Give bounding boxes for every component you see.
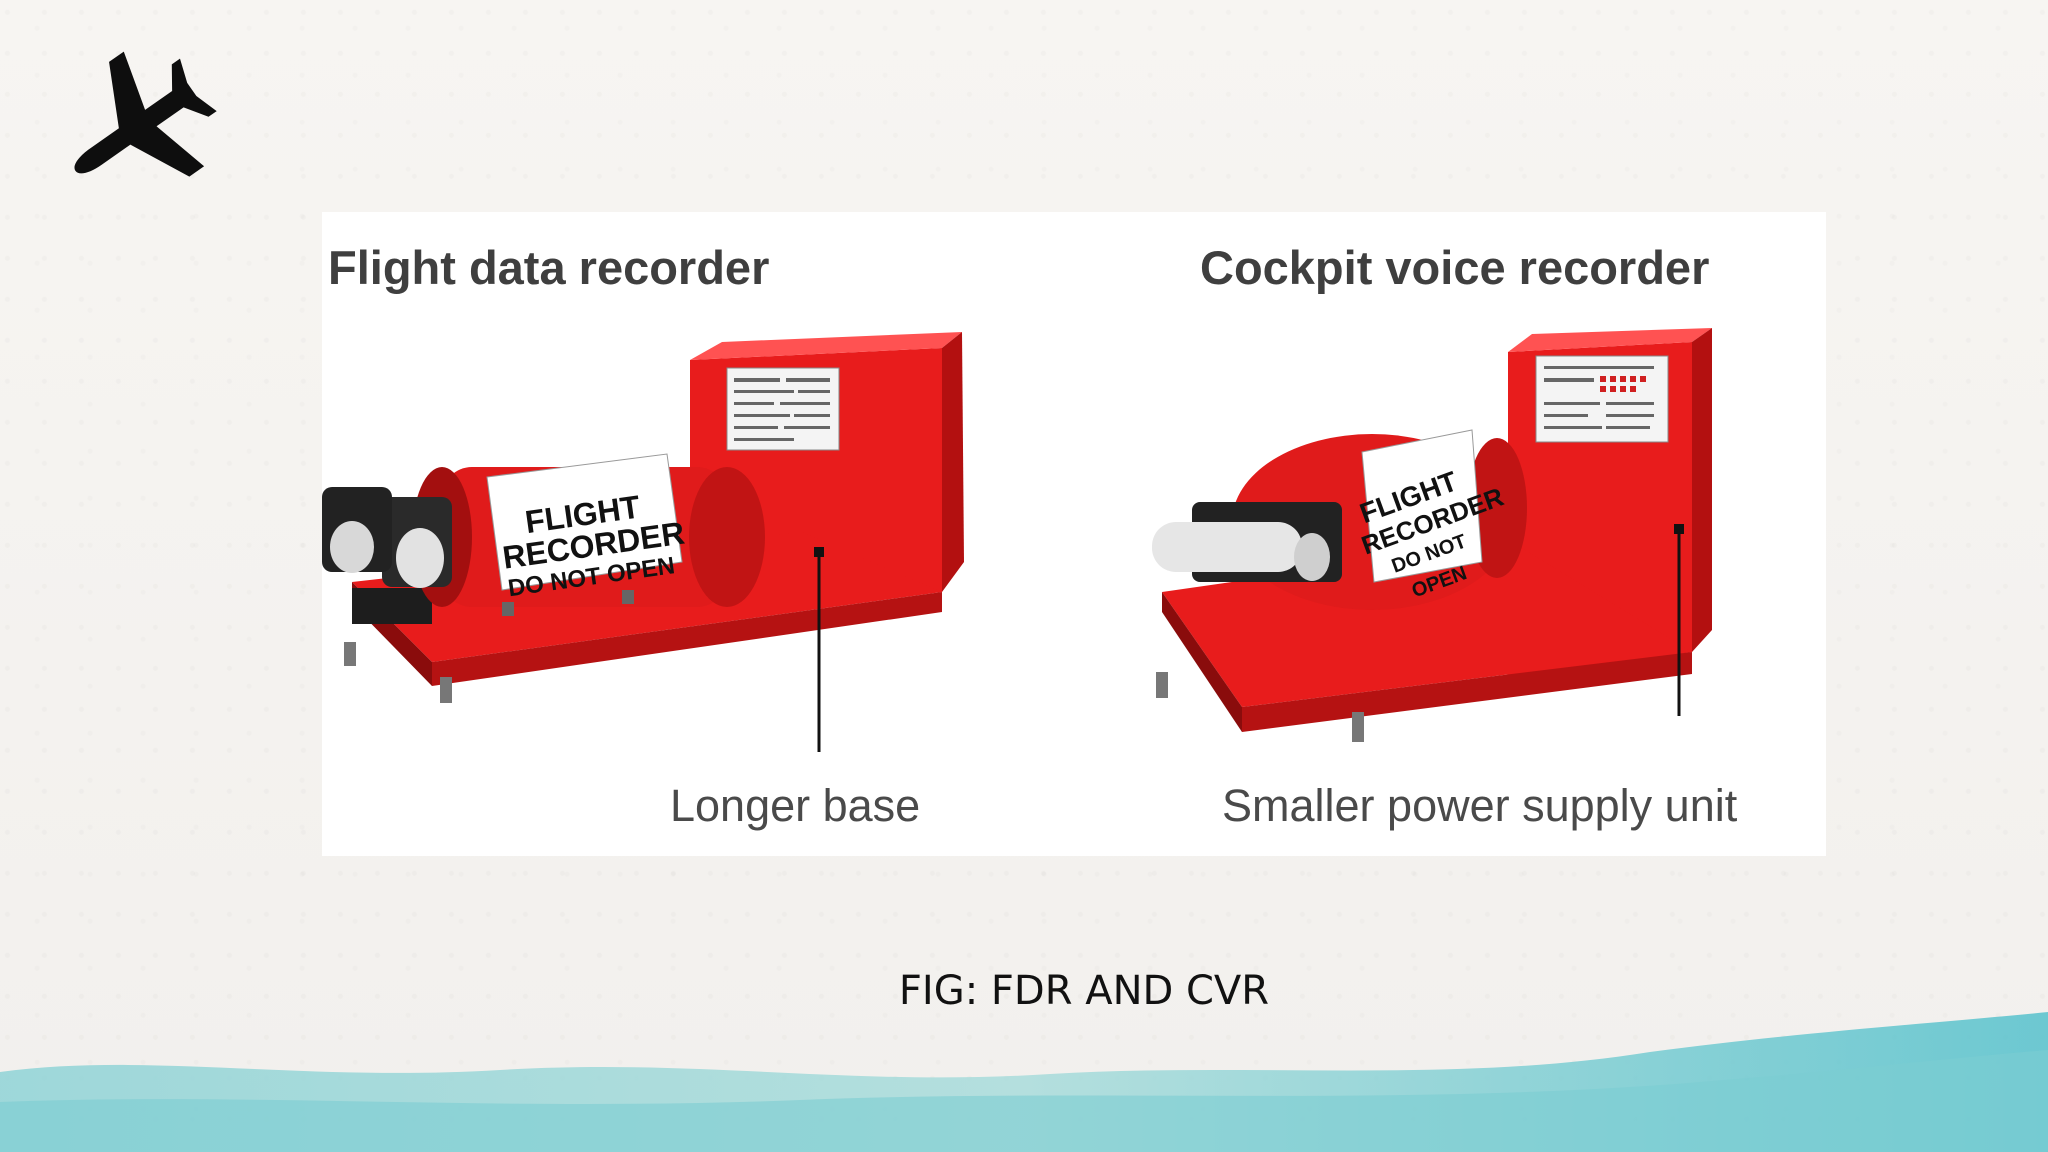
fdr-illustration — [322, 332, 964, 752]
recorder-comparison-figure: Flight data recorder Cockpit voice recor… — [322, 212, 1826, 856]
cvr-title: Cockpit voice recorder — [1200, 241, 1710, 294]
fdr-title: Flight data recorder — [328, 241, 770, 294]
fdr-callout: Longer base — [670, 780, 921, 831]
cvr-callout: Smaller power supply unit — [1222, 780, 1738, 831]
airplane-icon — [74, 51, 217, 177]
figure-caption: FIG: FDR AND CVR — [898, 968, 1270, 1014]
watercolor-band — [0, 1012, 2048, 1152]
cvr-illustration — [1152, 328, 1712, 742]
